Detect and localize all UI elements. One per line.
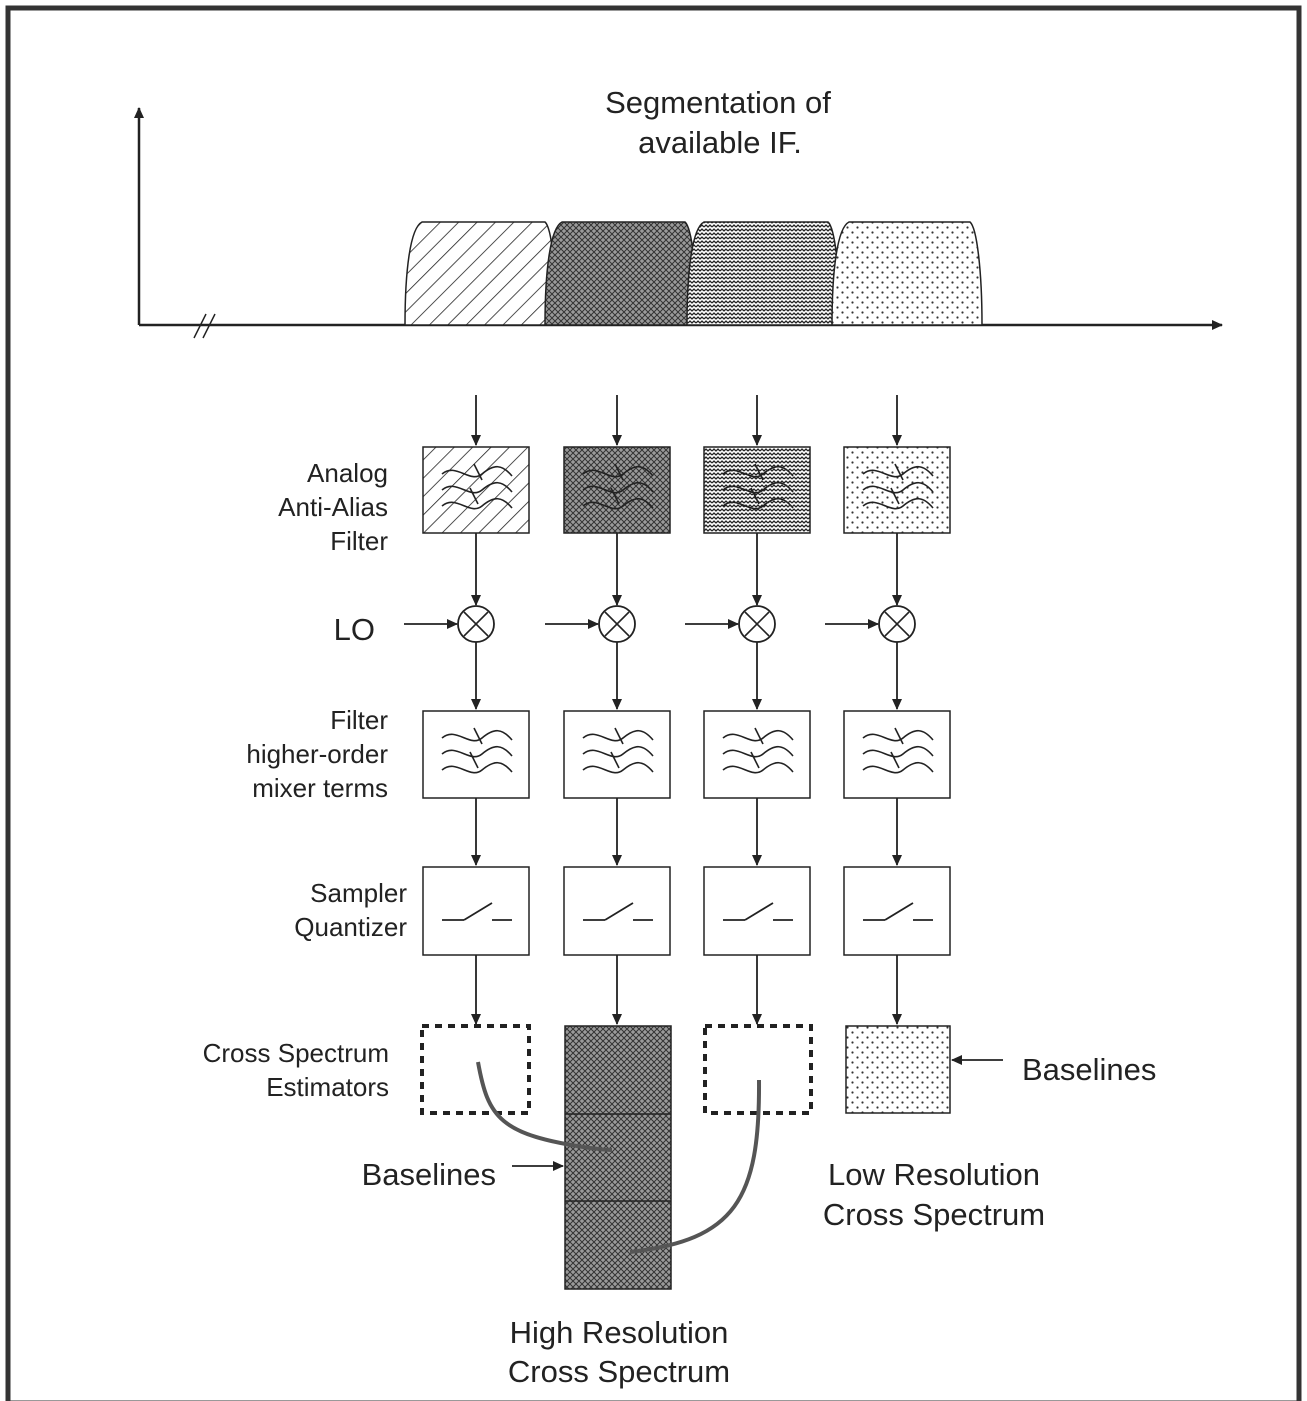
figure-frame — [5, 5, 1302, 1401]
mixer-filter-waves-icon-3 — [722, 727, 794, 774]
label-filter-mixer-1: Filter — [330, 705, 388, 735]
channel-column-1 — [404, 395, 530, 1025]
channel-columns — [404, 395, 951, 1025]
mixer-filter-box-3 — [703, 710, 811, 799]
switch-icon-4 — [863, 902, 933, 921]
estimator-box-3 — [703, 1024, 813, 1115]
anti-alias-filter-box-2 — [563, 446, 671, 534]
label-cross-spectrum-2: Estimators — [266, 1072, 389, 1102]
sampler-box-3 — [703, 866, 811, 956]
filter-waves-icon-3 — [722, 463, 794, 510]
sampler-box-2 — [563, 866, 671, 956]
estimator-box-2 — [564, 1025, 672, 1290]
filter-waves-icon-1 — [441, 463, 513, 510]
mixer-icon-2 — [598, 605, 636, 643]
spectrum-title-line2: available IF. — [638, 125, 802, 160]
row-labels: Analog Anti-Alias Filter LO Filter highe… — [203, 458, 408, 1102]
switch-icon-1 — [442, 902, 512, 921]
band-segment-3 — [686, 221, 841, 326]
mixer-filter-box-4 — [843, 710, 951, 799]
mixer-filter-box-2 — [563, 710, 671, 799]
filter-waves-icon-2 — [582, 463, 654, 510]
filter-waves-icon-4 — [862, 463, 934, 510]
baselines-left-label: Baselines — [362, 1157, 496, 1192]
mixer-icon-4 — [878, 605, 916, 643]
axis-break-mark — [193, 313, 216, 339]
cross-spectrum-estimators — [420, 1024, 951, 1290]
high-resolution-stack — [564, 1025, 672, 1290]
channel-column-3 — [685, 395, 811, 1025]
mixer-filter-waves-icon-4 — [862, 727, 934, 774]
label-filter-mixer-2: higher-order — [246, 739, 388, 769]
band-segment-1 — [404, 221, 557, 326]
spectrum-plot: Segmentation of available IF. — [134, 85, 1223, 339]
channel-column-4 — [825, 395, 951, 1025]
transfer-curve-1 — [476, 1061, 613, 1152]
baselines-right-label: Baselines — [1022, 1052, 1156, 1087]
mixer-icon-3 — [738, 605, 776, 643]
estimator-box-4 — [845, 1025, 951, 1114]
switch-icon-3 — [723, 902, 793, 921]
high-res-label-1: High Resolution — [510, 1315, 729, 1350]
mixer-filter-waves-icon-2 — [582, 727, 654, 774]
anti-alias-filter-box-3 — [703, 446, 811, 534]
switch-icon-2 — [583, 902, 653, 921]
high-res-label-2: Cross Spectrum — [508, 1354, 730, 1389]
annotations: Baselines Baselines Low Resolution Cross… — [362, 1052, 1157, 1389]
band-segment-4 — [831, 221, 983, 326]
transfer-curve-3 — [629, 1079, 762, 1254]
label-anti-alias-3: Filter — [330, 526, 388, 556]
spectrum-title-line1: Segmentation of — [605, 85, 831, 120]
band-segment-2 — [544, 221, 698, 326]
mixer-icon-1 — [457, 605, 495, 643]
channel-column-2 — [545, 395, 671, 1025]
label-sampler-1: Sampler — [310, 878, 407, 908]
low-res-label-1: Low Resolution — [828, 1157, 1040, 1192]
anti-alias-filter-box-1 — [422, 446, 530, 534]
label-anti-alias-2: Anti-Alias — [278, 492, 388, 522]
low-res-label-2: Cross Spectrum — [823, 1197, 1045, 1232]
label-cross-spectrum-1: Cross Spectrum — [203, 1038, 389, 1068]
label-filter-mixer-3: mixer terms — [252, 773, 388, 803]
estimator-box-1 — [420, 1024, 531, 1115]
label-lo: LO — [334, 612, 375, 647]
mixer-filter-waves-icon-1 — [441, 727, 513, 774]
sampler-box-1 — [422, 866, 530, 956]
label-sampler-2: Quantizer — [294, 912, 407, 942]
anti-alias-filter-box-4 — [843, 446, 951, 534]
sampler-box-4 — [843, 866, 951, 956]
label-anti-alias-1: Analog — [307, 458, 388, 488]
mixer-filter-box-1 — [422, 710, 530, 799]
